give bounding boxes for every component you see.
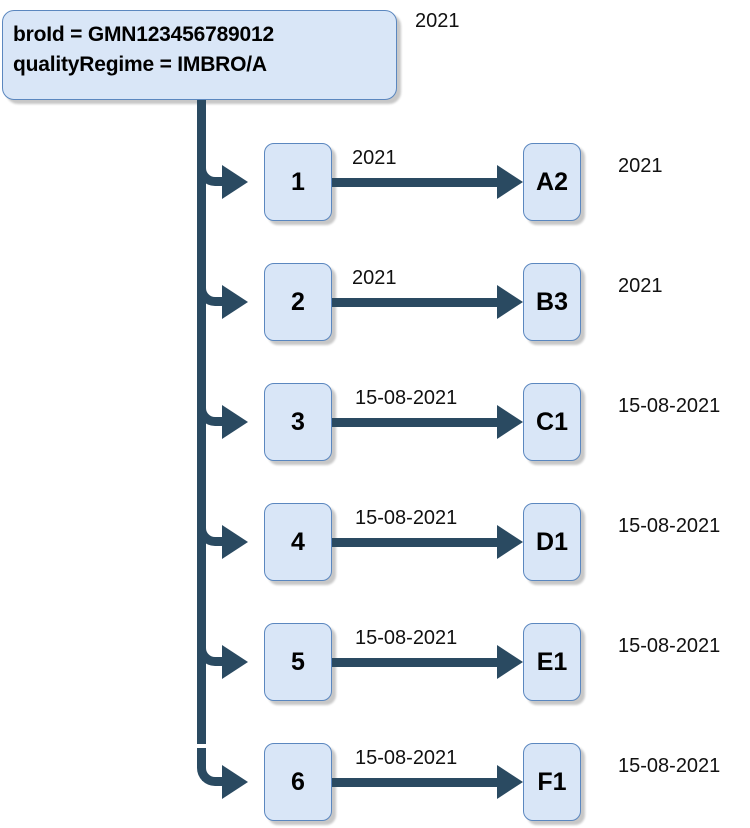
node-left-6-label: 6 [291, 767, 305, 796]
node-right-1[interactable]: A2 [523, 143, 581, 221]
edge-arrowhead-2 [497, 285, 523, 319]
side-label-6: 15-08-2021 [618, 755, 721, 777]
branch-arrowhead-2 [222, 285, 248, 319]
node-right-1-label: A2 [536, 167, 568, 196]
branch-elbow-1 [197, 148, 231, 186]
branch-arrowhead-3 [222, 405, 248, 439]
root-node-box[interactable]: broId = GMN123456789012 qualityRegime = … [2, 10, 397, 100]
root-line-qualityregime: qualityRegime = IMBRO/A [13, 53, 267, 76]
node-right-2-label: B3 [536, 287, 568, 316]
branch-arrowhead-6 [222, 765, 248, 799]
node-left-5-label: 5 [291, 647, 305, 676]
edge-arrowhead-6 [497, 765, 523, 799]
edge-line-4 [332, 538, 504, 547]
branch-elbow-3 [197, 388, 231, 426]
edge-line-2 [332, 298, 504, 307]
node-left-4[interactable]: 4 [264, 503, 332, 581]
edge-arrowhead-3 [497, 405, 523, 439]
branch-arrowhead-1 [222, 165, 248, 199]
node-right-6[interactable]: F1 [523, 743, 581, 821]
side-label-3: 15-08-2021 [618, 395, 721, 417]
branch-elbow-6 [197, 748, 231, 786]
edge-line-1 [332, 178, 504, 187]
edge-arrowhead-4 [497, 525, 523, 559]
node-right-4-label: D1 [536, 527, 568, 556]
node-right-5-label: E1 [536, 647, 568, 676]
branch-elbow-2 [197, 268, 231, 306]
edge-arrowhead-1 [497, 165, 523, 199]
branch-arrowhead-5 [222, 645, 248, 679]
edge-label-1: 2021 [352, 147, 397, 169]
node-right-3[interactable]: C1 [523, 383, 581, 461]
node-left-3-label: 3 [291, 407, 305, 436]
node-left-4-label: 4 [291, 527, 305, 556]
node-left-2-label: 2 [291, 287, 305, 316]
branch-elbow-4 [197, 508, 231, 546]
edge-label-5: 15-08-2021 [355, 627, 458, 649]
root-line-broid: broId = GMN123456789012 [13, 23, 274, 46]
node-right-6-label: F1 [537, 767, 567, 796]
node-right-5[interactable]: E1 [523, 623, 581, 701]
side-label-2: 2021 [618, 275, 663, 297]
node-right-2[interactable]: B3 [523, 263, 581, 341]
branch-arrowhead-4 [222, 525, 248, 559]
node-right-3-label: C1 [536, 407, 568, 436]
edge-line-3 [332, 418, 504, 427]
edge-label-3: 15-08-2021 [355, 387, 458, 409]
node-left-1[interactable]: 1 [264, 143, 332, 221]
edge-label-6: 15-08-2021 [355, 747, 458, 769]
root-side-label: 2021 [415, 10, 460, 32]
node-left-2[interactable]: 2 [264, 263, 332, 341]
edge-label-2: 2021 [352, 267, 397, 289]
trunk-connector [197, 100, 206, 744]
edge-arrowhead-5 [497, 645, 523, 679]
branch-elbow-5 [197, 628, 231, 666]
node-right-4[interactable]: D1 [523, 503, 581, 581]
edge-label-4: 15-08-2021 [355, 507, 458, 529]
edge-line-6 [332, 778, 504, 787]
node-left-3[interactable]: 3 [264, 383, 332, 461]
side-label-5: 15-08-2021 [618, 635, 721, 657]
side-label-4: 15-08-2021 [618, 515, 721, 537]
node-left-5[interactable]: 5 [264, 623, 332, 701]
edge-line-5 [332, 658, 504, 667]
node-left-6[interactable]: 6 [264, 743, 332, 821]
side-label-1: 2021 [618, 155, 663, 177]
node-left-1-label: 1 [291, 167, 305, 196]
